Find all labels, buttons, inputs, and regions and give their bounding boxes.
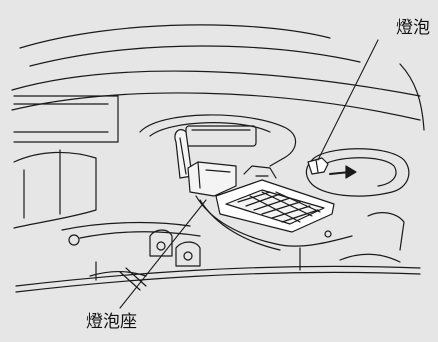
left-trim-panel (13, 95, 119, 229)
removal-arrow (329, 165, 357, 179)
bottom-cable (15, 265, 421, 293)
lamp-recess (139, 114, 297, 167)
bulb-label: 燈泡 (396, 18, 430, 38)
lower-frame (61, 212, 405, 281)
bulb (307, 157, 329, 175)
wire-harness (195, 195, 353, 251)
socket-housing (187, 161, 277, 197)
roof-contour-lines (11, 24, 425, 131)
bulb-socket-label: 燈泡座 (86, 312, 137, 332)
bulb-recess (305, 148, 410, 197)
lamp-lens (215, 179, 335, 233)
bulb-leader-line (317, 39, 379, 161)
socket-leader-line (119, 199, 207, 309)
